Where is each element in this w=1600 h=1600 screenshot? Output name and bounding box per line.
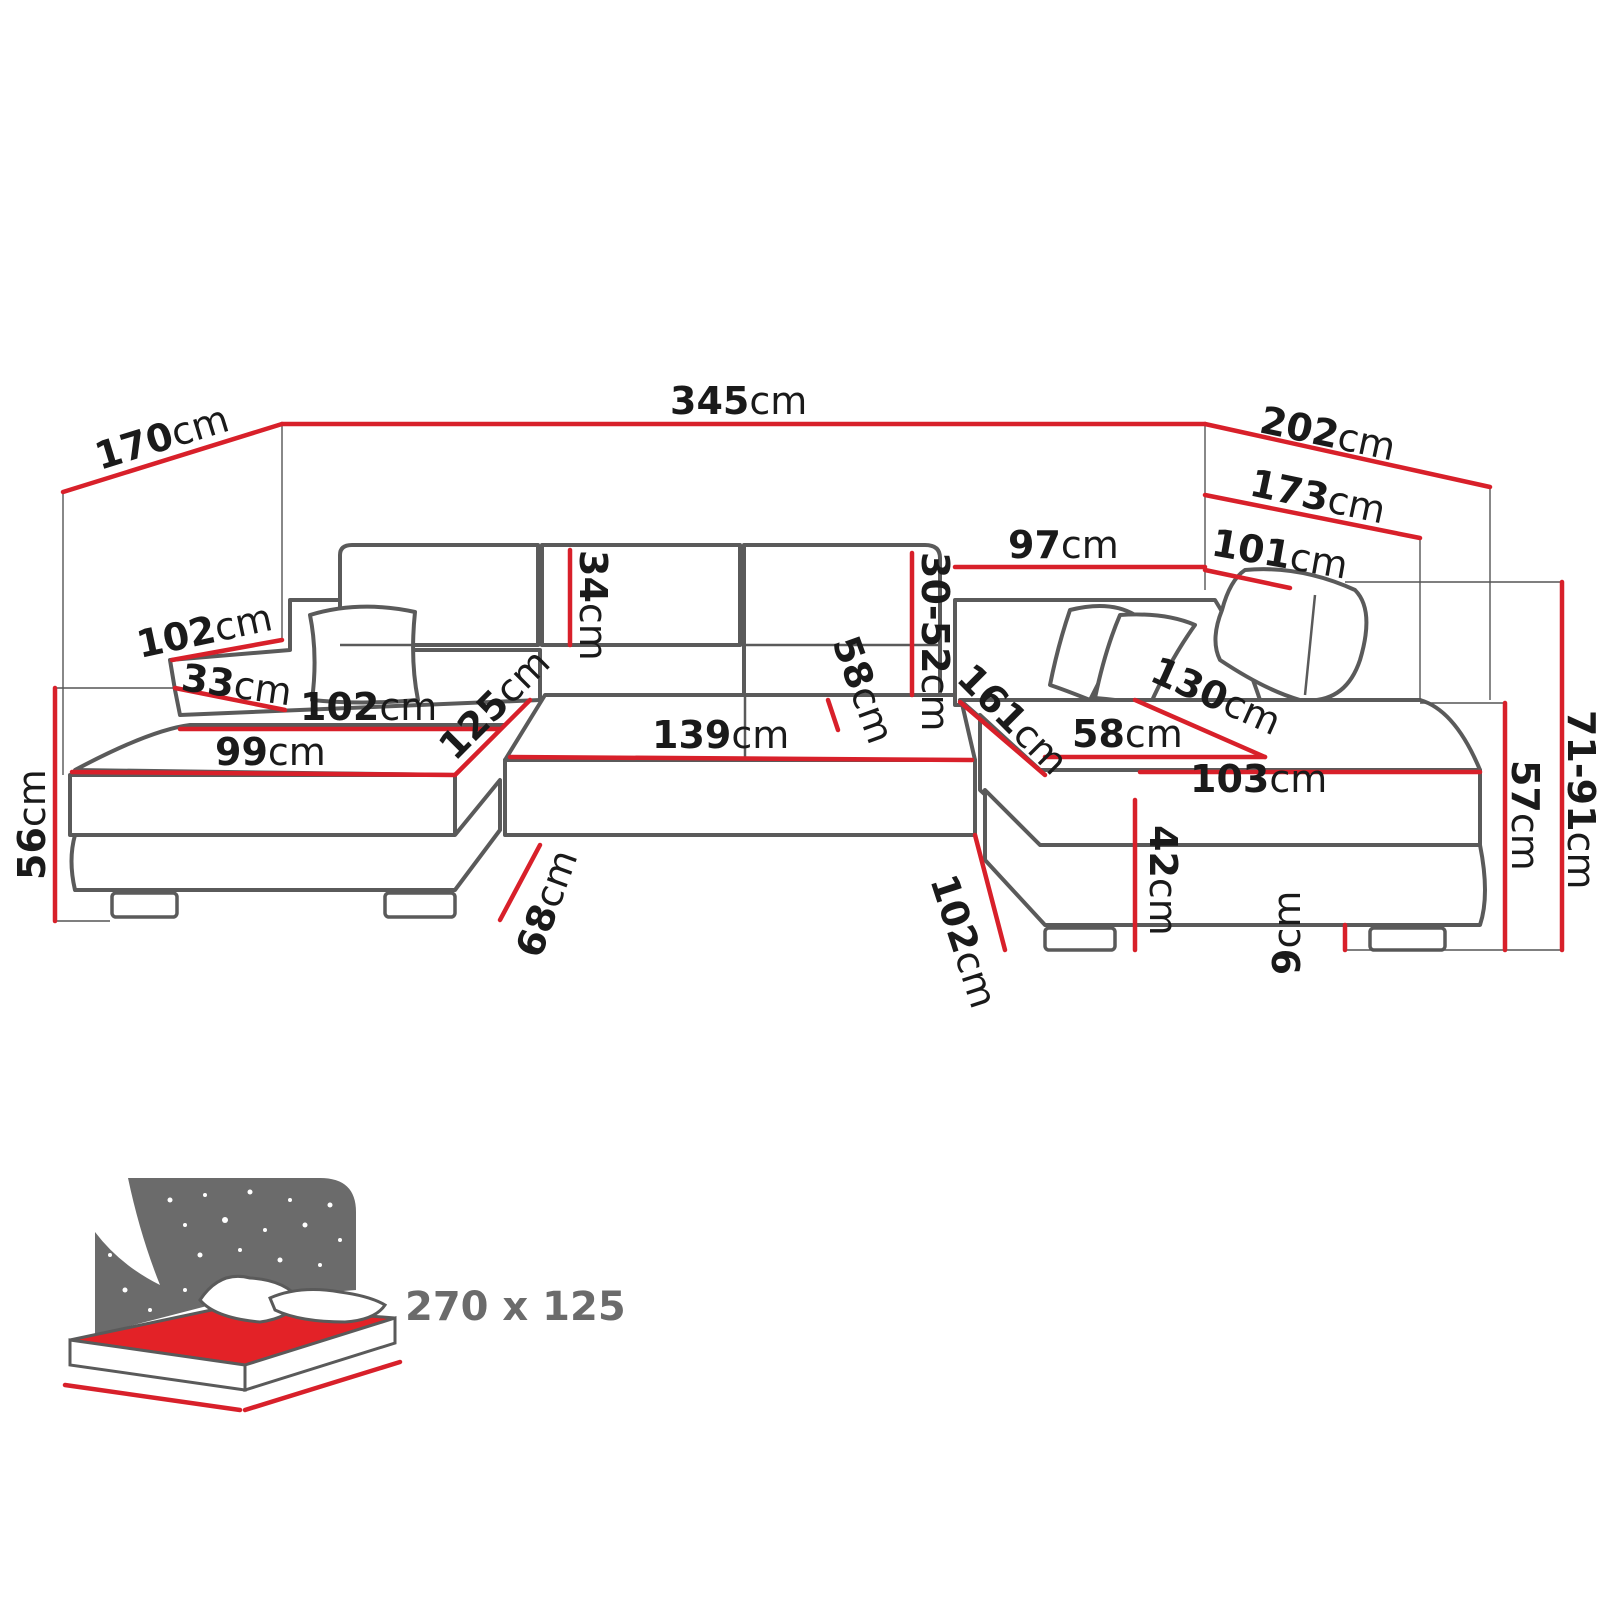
label-97: 97cm [1008, 523, 1119, 567]
center-seat-front [503, 758, 977, 837]
label-56: 56cm [10, 769, 54, 880]
label-173: 173cm [1246, 461, 1389, 533]
label-102-corner: 102cm [921, 869, 1005, 1013]
label-42: 42cm [1141, 825, 1185, 936]
dim-line-99 [69, 769, 458, 778]
label-99: 99cm [215, 730, 326, 774]
label-170: 170cm [90, 396, 234, 478]
dim-line-125 [452, 697, 533, 778]
back-cushion-3 [742, 543, 942, 702]
dim-line-139 [507, 754, 975, 763]
label-202: 202cm [1256, 398, 1399, 470]
label-34: 34cm [571, 550, 615, 661]
dim-line-68 [497, 842, 543, 923]
label-30-52: 30-52cm [913, 552, 957, 731]
label-58-right: 58cm [1072, 712, 1183, 756]
label-103: 103cm [1190, 757, 1327, 801]
headrest-seam [1303, 594, 1317, 696]
dim-line-101 [1202, 567, 1293, 591]
guide-lines [55, 424, 1562, 951]
dimension-lines [52, 421, 1565, 953]
label-33: 33cm [179, 655, 295, 714]
dim-line-33 [172, 685, 288, 713]
leg-2 [383, 891, 457, 919]
leg-1 [110, 891, 179, 919]
label-9: 9cm [1265, 891, 1309, 975]
dim-line-102-corner [972, 832, 1008, 953]
left-chaise-front [68, 773, 457, 837]
sleeping-area-label: 270 x 125 [405, 1284, 626, 1330]
night-sky [95, 1178, 356, 1335]
right-chaise-base [983, 788, 1487, 927]
dim-line-102-arm [169, 637, 285, 663]
dim-line-130 [1132, 697, 1268, 760]
mattress-side [243, 1315, 397, 1393]
left-chaise-base [69, 778, 502, 892]
left-chaise-seat [73, 723, 507, 777]
sofa-drawing [68, 543, 1487, 952]
dim-line-202 [1202, 421, 1493, 490]
left-pillow [308, 604, 420, 705]
bed-arrow-width [242, 1359, 403, 1413]
leg-3 [1043, 926, 1117, 952]
dim-line-173 [1202, 492, 1423, 541]
label-139: 139cm [652, 713, 789, 757]
label-345: 345cm [670, 379, 807, 423]
label-68: 68cm [507, 844, 586, 963]
label-102-seat: 102cm [300, 685, 437, 729]
leg-4 [1368, 926, 1447, 952]
label-71-91: 71-91cm [1559, 710, 1600, 889]
bed-pillow-2 [268, 1288, 388, 1324]
dim-line-170 [60, 421, 285, 495]
stars [108, 1189, 342, 1312]
dim-line-58-center [825, 697, 841, 733]
dim-line-161 [957, 699, 1048, 778]
bed-night-icon [62, 1178, 403, 1413]
bed-arrow-length [62, 1382, 243, 1413]
label-57: 57cm [1503, 760, 1547, 871]
